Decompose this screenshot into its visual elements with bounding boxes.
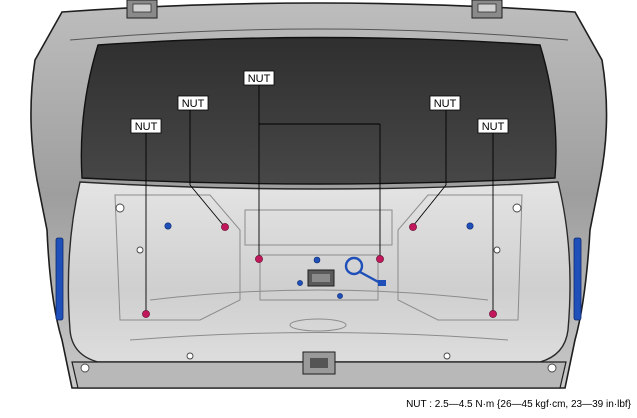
bottom-latch (302, 351, 336, 375)
leader-lines (145, 85, 494, 312)
rear-window-glass (80, 36, 557, 185)
wire-connector (344, 256, 386, 286)
nut-marker-upper-left (221, 223, 229, 231)
torque-spec: NUT : 2.5—4.5 N·m {26—45 kgf·cm, 23—39 i… (406, 399, 631, 410)
nut-callout-3: NUT (243, 70, 275, 86)
hinge-left (126, 0, 158, 19)
weatherstrip-right (573, 237, 582, 321)
nut-callout-label: NUT (248, 73, 271, 85)
nut-callout-5: NUT (477, 118, 509, 134)
weatherstrip-left (55, 237, 64, 321)
lock-actuator (307, 269, 335, 287)
nut-callout-4: NUT (429, 95, 461, 111)
torque-spec-separator: : (426, 399, 435, 410)
nut-callout-label: NUT (482, 121, 505, 133)
nut-marker-upper-right (409, 223, 417, 231)
panel-stampings (114, 194, 523, 341)
window-frame (69, 28, 569, 41)
nut-callout-label: NUT (182, 98, 205, 110)
lower-sill (71, 361, 567, 389)
nut-markers (142, 223, 497, 318)
nut-marker-center-right (376, 255, 384, 263)
nut-callout-label: NUT (434, 98, 457, 110)
nut-callout-label: NUT (135, 121, 158, 133)
torque-spec-part: NUT (406, 399, 427, 410)
torque-spec-value: 2.5—4.5 N·m {26—45 kgf·cm, 23—39 in·lbf} (434, 399, 631, 410)
nut-marker-lower-left (142, 310, 150, 318)
nut-marker-lower-right (489, 310, 497, 318)
panel-holes (80, 203, 557, 373)
nut-callout-2: NUT (177, 95, 209, 111)
blue-clips (164, 222, 474, 299)
nut-callout-1: NUT (130, 118, 162, 134)
hinge-right (471, 0, 503, 19)
nut-marker-center-left (255, 255, 263, 263)
